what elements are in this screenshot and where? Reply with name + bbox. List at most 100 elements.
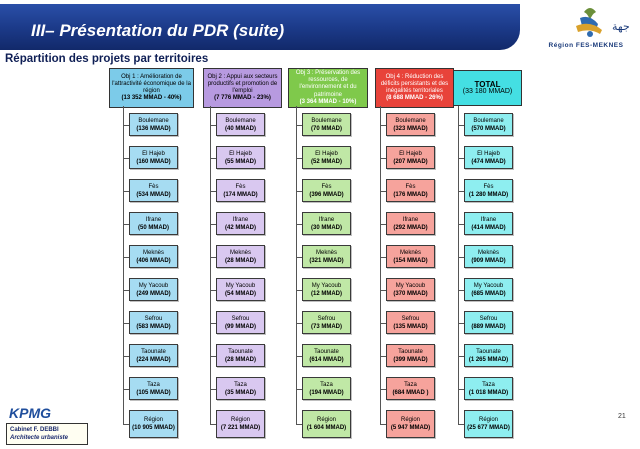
territory-name: Région xyxy=(230,417,250,423)
connector-branch xyxy=(123,125,129,126)
connector-trunk xyxy=(123,108,124,424)
connector-trunk xyxy=(296,108,297,424)
territory-box: My Yacoub(12 MMAD) xyxy=(302,278,351,301)
territory-name: Région xyxy=(478,417,498,423)
connector-branch xyxy=(380,158,386,159)
territory-name: My Yacoub xyxy=(225,282,256,289)
territory-box: Sefrou(135 MMAD) xyxy=(386,311,435,334)
territory-name: Sefrou xyxy=(401,315,420,322)
territory-amount: (909 MMAD) xyxy=(471,257,506,264)
connector-branch xyxy=(123,257,129,258)
territory-amount: (614 MMAD) xyxy=(309,356,344,363)
header-total: TOTAL (33 180 MMAD) xyxy=(453,70,522,106)
connector-branch xyxy=(123,323,129,324)
territory-name: Fès xyxy=(235,183,246,190)
connector-branch xyxy=(458,323,464,324)
territory-box: Région(1 604 MMAD) xyxy=(302,410,351,438)
svg-text:ﺟﻬﺔ: ﺟﻬﺔ xyxy=(612,20,630,33)
connector-branch xyxy=(210,356,216,357)
territory-amount: (42 MMAD) xyxy=(225,224,256,231)
territory-amount: (406 MMAD) xyxy=(136,257,171,264)
territory-box: Boulemane(323 MMAD) xyxy=(386,113,435,136)
header-obj1-value: (13 352 MMAD - 40%) xyxy=(121,95,182,102)
territory-name: Sefrou xyxy=(479,315,498,322)
territory-name: Région xyxy=(400,417,420,423)
territory-name: Taounate xyxy=(398,348,423,355)
territory-box: Meknès(154 MMAD) xyxy=(386,245,435,268)
territory-name: Boulemane xyxy=(395,117,426,124)
territory-box: My Yacoub(685 MMAD) xyxy=(464,278,513,301)
territory-amount: (54 MMAD) xyxy=(225,290,256,297)
territory-name: Fès xyxy=(405,183,416,190)
territory-box: Meknès(406 MMAD) xyxy=(129,245,178,268)
connector-branch xyxy=(210,158,216,159)
cabinet-badge: Cabinet F. DEBBI Architecte urbaniste xyxy=(6,423,88,445)
territory-name: Sefrou xyxy=(317,315,336,322)
territory-box: Ifrane(42 MMAD) xyxy=(216,212,265,235)
connector-branch xyxy=(296,224,302,225)
territory-name: Ifrane xyxy=(145,216,162,223)
header-obj2: Obj 2 : Appui aux secteurs productifs et… xyxy=(203,68,282,108)
connector-branch xyxy=(458,191,464,192)
territory-name: El Hajeb xyxy=(315,150,338,157)
connector-branch xyxy=(458,257,464,258)
territory-box: My Yacoub(370 MMAD) xyxy=(386,278,435,301)
territory-box: Taounate(614 MMAD) xyxy=(302,344,351,367)
territory-name: My Yacoub xyxy=(311,282,342,289)
territory-name: Taza xyxy=(147,381,160,388)
connector-branch xyxy=(380,389,386,390)
territory-box: El Hajeb(207 MMAD) xyxy=(386,146,435,169)
territory-name: Meknès xyxy=(399,249,421,256)
territory-box: Fès(534 MMAD) xyxy=(129,179,178,202)
connector-branch xyxy=(210,389,216,390)
territory-amount: (249 MMAD) xyxy=(136,290,171,297)
territory-box: Taza(35 MMAD) xyxy=(216,377,265,400)
connector-stem xyxy=(458,106,459,110)
territory-amount: (399 MMAD) xyxy=(393,356,428,363)
connector-branch xyxy=(296,125,302,126)
territory-box: Taounate(224 MMAD) xyxy=(129,344,178,367)
header-obj4-label: Obj 4 : Réduction des déficits persistan… xyxy=(380,73,449,94)
territory-name: Meknès xyxy=(142,249,164,256)
territory-amount: (1 265 MMAD) xyxy=(468,356,509,363)
logo-caption: Région FES-MEKNES xyxy=(548,42,624,49)
territory-box: El Hajeb(55 MMAD) xyxy=(216,146,265,169)
connector-branch xyxy=(458,424,464,425)
territory-amount: (25 677 MMAD) xyxy=(467,425,510,431)
territory-box: Taza(1 018 MMAD) xyxy=(464,377,513,400)
territory-name: Taounate xyxy=(314,348,339,355)
territory-box: Taounate(1 265 MMAD) xyxy=(464,344,513,367)
territory-box: Sefrou(99 MMAD) xyxy=(216,311,265,334)
territory-box: Région(5 947 MMAD) xyxy=(386,410,435,438)
territory-box: Boulemane(40 MMAD) xyxy=(216,113,265,136)
connector-branch xyxy=(210,424,216,425)
connector-branch xyxy=(458,389,464,390)
connector-branch xyxy=(380,191,386,192)
region-logo-icon: ﺟﻬﺔ xyxy=(576,8,630,37)
territory-name: Meknès xyxy=(477,249,499,256)
territory-name: My Yacoub xyxy=(395,282,426,289)
territory-box: Sefrou(73 MMAD) xyxy=(302,311,351,334)
territory-box: Taounate(399 MMAD) xyxy=(386,344,435,367)
territory-name: Ifrane xyxy=(480,216,497,223)
territory-amount: (414 MMAD) xyxy=(471,224,506,231)
territory-name: Région xyxy=(316,417,336,423)
territory-name: Région xyxy=(143,417,163,423)
page-number: 21 xyxy=(618,413,626,420)
territory-box: Sefrou(889 MMAD) xyxy=(464,311,513,334)
territory-box: Boulemane(570 MMAD) xyxy=(464,113,513,136)
header-obj3-label: Obj 3 : Préservation des ressources, de … xyxy=(295,70,361,98)
connector-branch xyxy=(296,323,302,324)
kpmg-logo-text: KPMG xyxy=(9,405,51,421)
territory-amount: (30 MMAD) xyxy=(311,224,342,231)
territory-box: Fès(176 MMAD) xyxy=(386,179,435,202)
territory-name: Ifrane xyxy=(402,216,419,223)
territory-box: Meknès(321 MMAD) xyxy=(302,245,351,268)
connector-branch xyxy=(210,191,216,192)
territory-name: Taounate xyxy=(476,348,501,355)
header-obj4: Obj 4 : Réduction des déficits persistan… xyxy=(375,68,454,108)
territory-name: Ifrane xyxy=(232,216,249,223)
connector-branch xyxy=(458,290,464,291)
territory-amount: (685 MMAD) xyxy=(471,290,506,297)
territory-name: Boulemane xyxy=(311,117,342,124)
